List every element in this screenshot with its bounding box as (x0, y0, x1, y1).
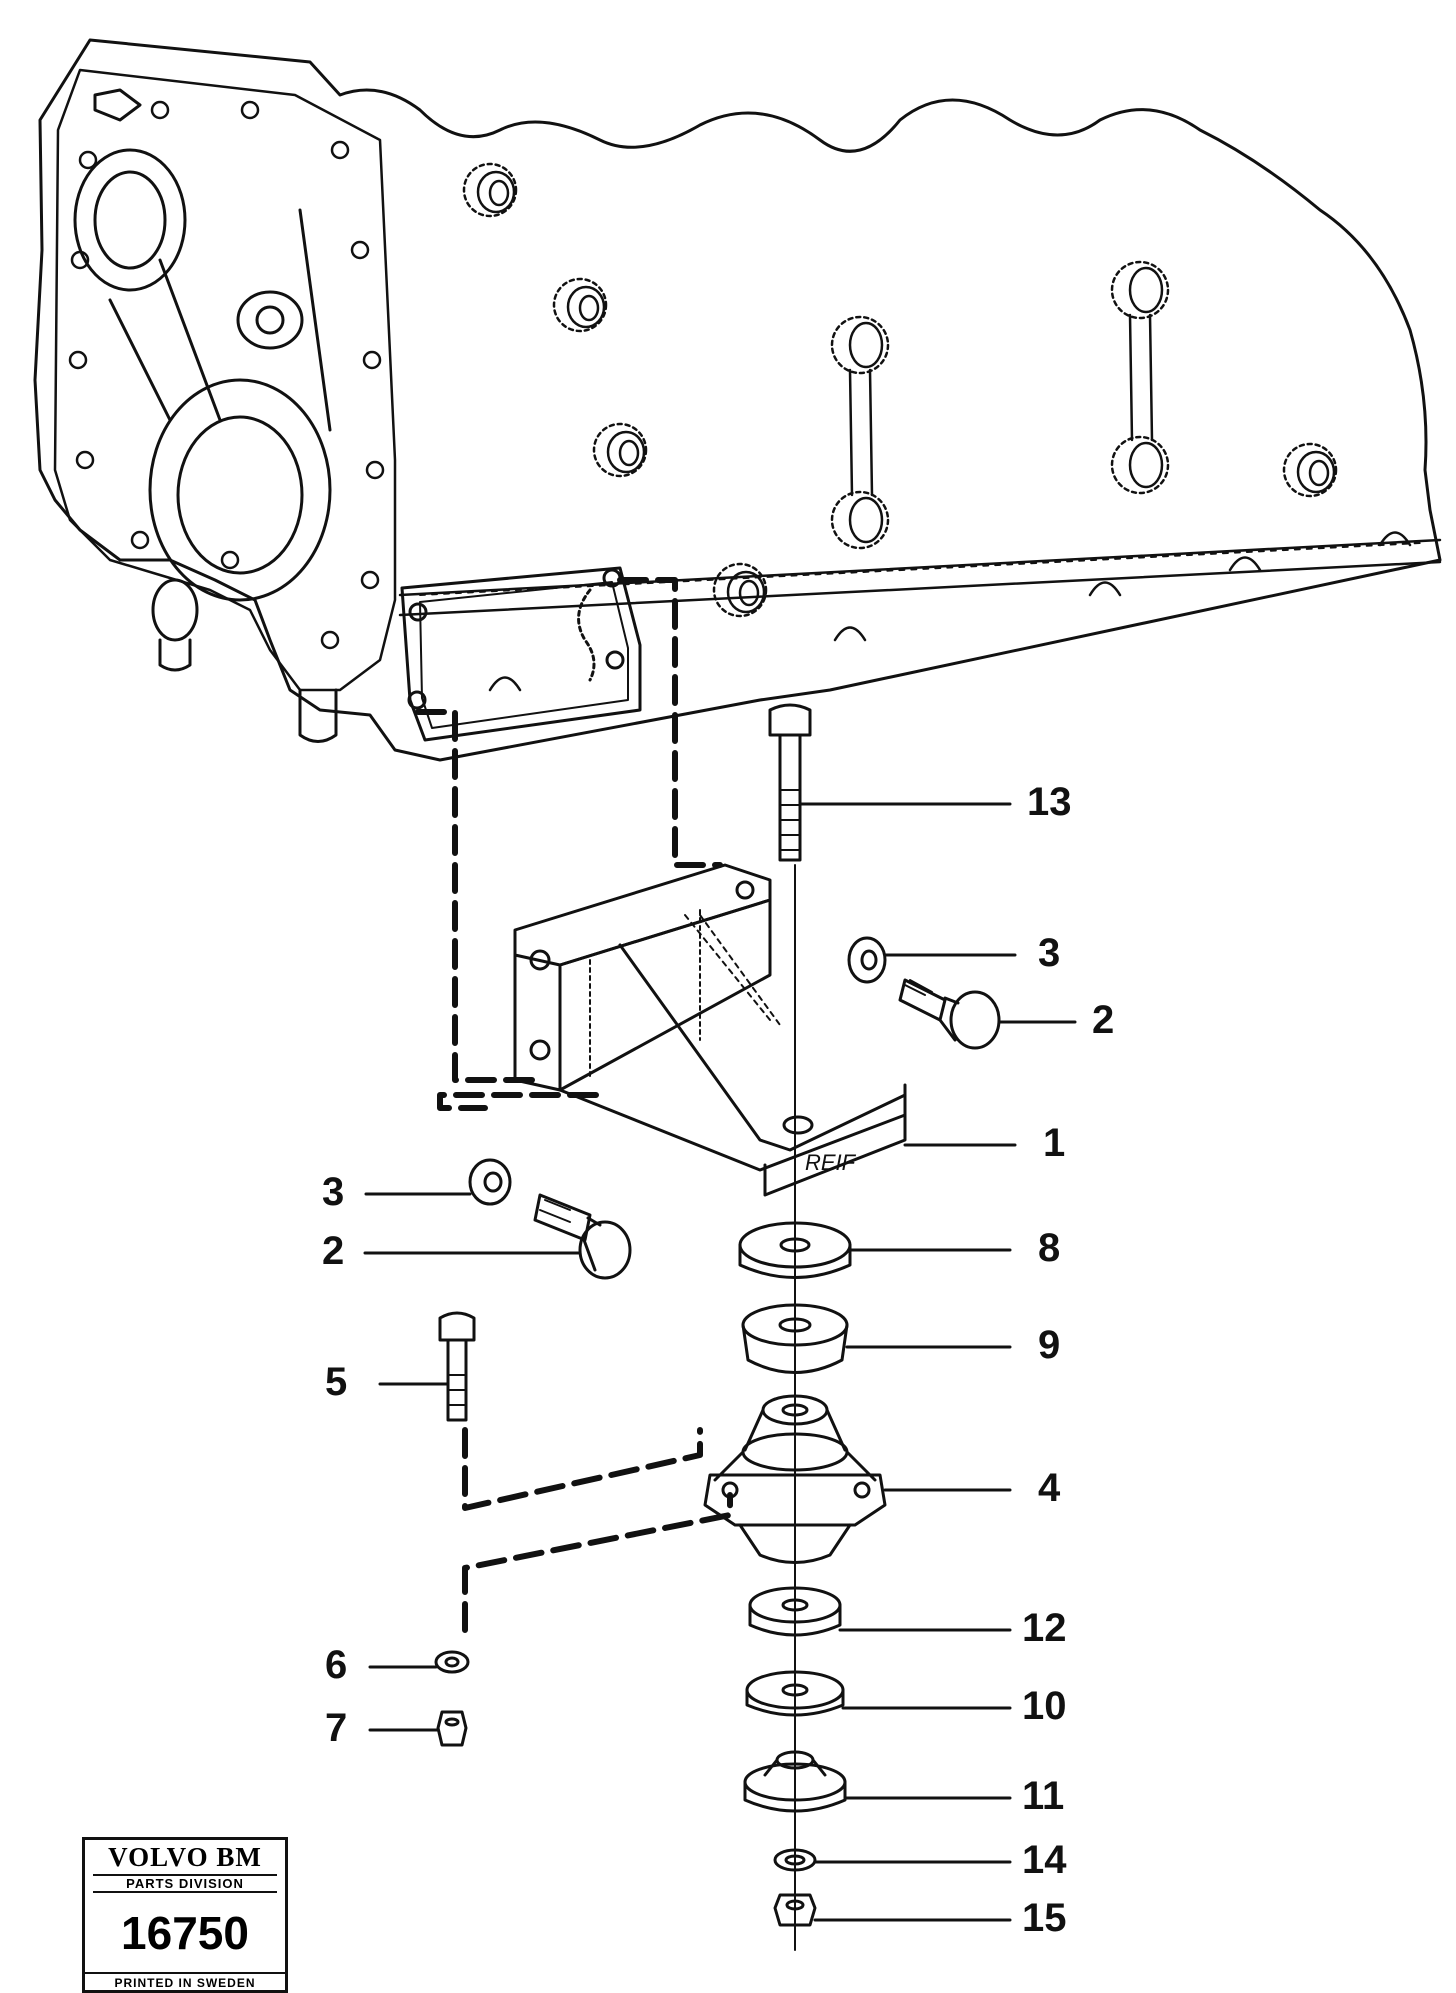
callout-15: 15 (1022, 1896, 1067, 1940)
rubber-washer-8 (738, 1221, 852, 1279)
rubber-cushion-11 (743, 1750, 847, 1813)
callout-8: 8 (1038, 1226, 1061, 1270)
badge-number: 16750 (121, 1907, 249, 1959)
callout-6: 6 (325, 1643, 348, 1687)
core-plugs (462, 162, 1338, 618)
hex-nut-15 (773, 1893, 817, 1927)
bracket-signature: REIF (805, 1150, 857, 1175)
rubber-cushion-9 (741, 1303, 849, 1374)
flat-washer-3-upper (847, 936, 887, 984)
hex-bolt-2-upper (898, 978, 1001, 1050)
washer-10 (745, 1670, 845, 1717)
callout-11: 11 (1022, 1774, 1065, 1818)
rubber-washer-12 (748, 1586, 842, 1637)
flat-washer-3-lower (468, 1158, 512, 1206)
washer-6 (434, 1650, 470, 1674)
assembly-lines (415, 577, 733, 1633)
badge-division: PARTS DIVISION (93, 1874, 277, 1893)
badge-footer: PRINTED IN SWEDEN (85, 1972, 285, 1990)
callout-2-lower: 2 (322, 1229, 345, 1273)
leader-lines (363, 802, 1077, 1922)
callout-14: 14 (1022, 1838, 1067, 1882)
hex-bolt-5 (438, 1311, 476, 1422)
callout-4: 4 (1038, 1466, 1061, 1510)
engine-block (33, 38, 1442, 762)
rubber-mount-4 (703, 1394, 887, 1564)
hex-nut-7 (436, 1710, 468, 1747)
callout-9: 9 (1038, 1323, 1061, 1367)
callout-13: 13 (1027, 780, 1072, 824)
lock-washer-14 (773, 1848, 817, 1872)
callout-7: 7 (325, 1706, 348, 1750)
callout-3-lower: 3 (322, 1170, 345, 1214)
callout-2-upper: 2 (1092, 998, 1115, 1042)
hex-bolt-2-lower (533, 1193, 632, 1280)
callout-12: 12 (1022, 1606, 1067, 1650)
callout-3-upper: 3 (1038, 931, 1061, 975)
callout-10: 10 (1022, 1684, 1067, 1728)
badge-brand: VOLVO BM (108, 1842, 262, 1872)
parts-division-badge: VOLVO BM PARTS DIVISION 16750 PRINTED IN… (82, 1837, 288, 1993)
hex-bolt-13 (768, 703, 812, 862)
engine-mount-bracket (513, 863, 907, 1197)
callout-1: 1 (1043, 1121, 1066, 1165)
callout-5: 5 (325, 1360, 348, 1404)
